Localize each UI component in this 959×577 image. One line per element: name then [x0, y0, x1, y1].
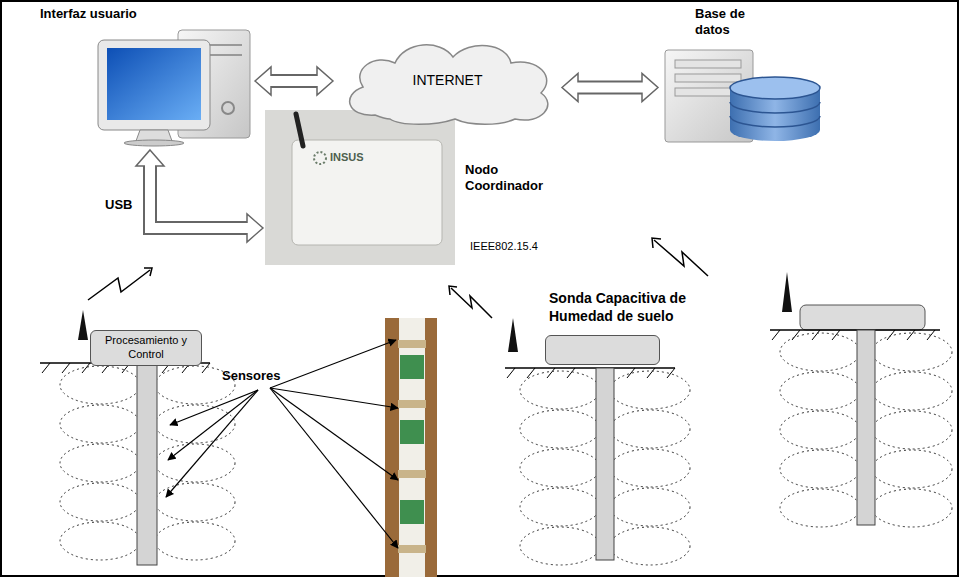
node-text: Procesamiento y Control — [91, 334, 201, 362]
arrow-fill — [150, 163, 250, 228]
double-arrow — [136, 150, 263, 242]
leader-arrow — [166, 340, 398, 548]
double-arrow — [562, 74, 658, 102]
coordinator-photo — [265, 110, 455, 265]
node-text: Nodo Coordinador — [465, 162, 560, 195]
logo-text: INSUS — [330, 151, 364, 165]
coordinator-node: Nodo CoordinadorIEEE802.15.4 — [265, 110, 455, 265]
probe-middle — [505, 318, 690, 565]
node-text: Sonda Capacitiva de Humedad de suelo — [549, 290, 729, 325]
arrow-fill — [268, 76, 320, 86]
node-text: Base de datos — [695, 6, 765, 39]
callout-label: Sensores — [222, 368, 281, 384]
node-text: Interfaz usuario — [40, 6, 180, 22]
server-icon — [665, 50, 820, 142]
sensor-photo — [385, 318, 437, 577]
control-box: Procesamiento y Control — [90, 330, 202, 366]
node-text: INTERNET — [335, 72, 560, 90]
computer-icon — [98, 30, 250, 146]
internet-cloud: INTERNET — [335, 35, 560, 127]
edge-label: USB — [105, 197, 132, 213]
double-arrow — [255, 67, 333, 95]
probe-box: Sonda Capacitiva de Humedad de suelo — [545, 335, 660, 365]
probe-right — [770, 272, 952, 527]
database-node: Base de datos — [660, 48, 820, 145]
node-text: IEEE802.15.4 — [470, 240, 570, 254]
arrow-outline — [150, 165, 248, 228]
arrow-fill — [575, 83, 645, 93]
probe-left — [40, 310, 235, 565]
computer-node: Interfaz usuario — [95, 30, 253, 148]
